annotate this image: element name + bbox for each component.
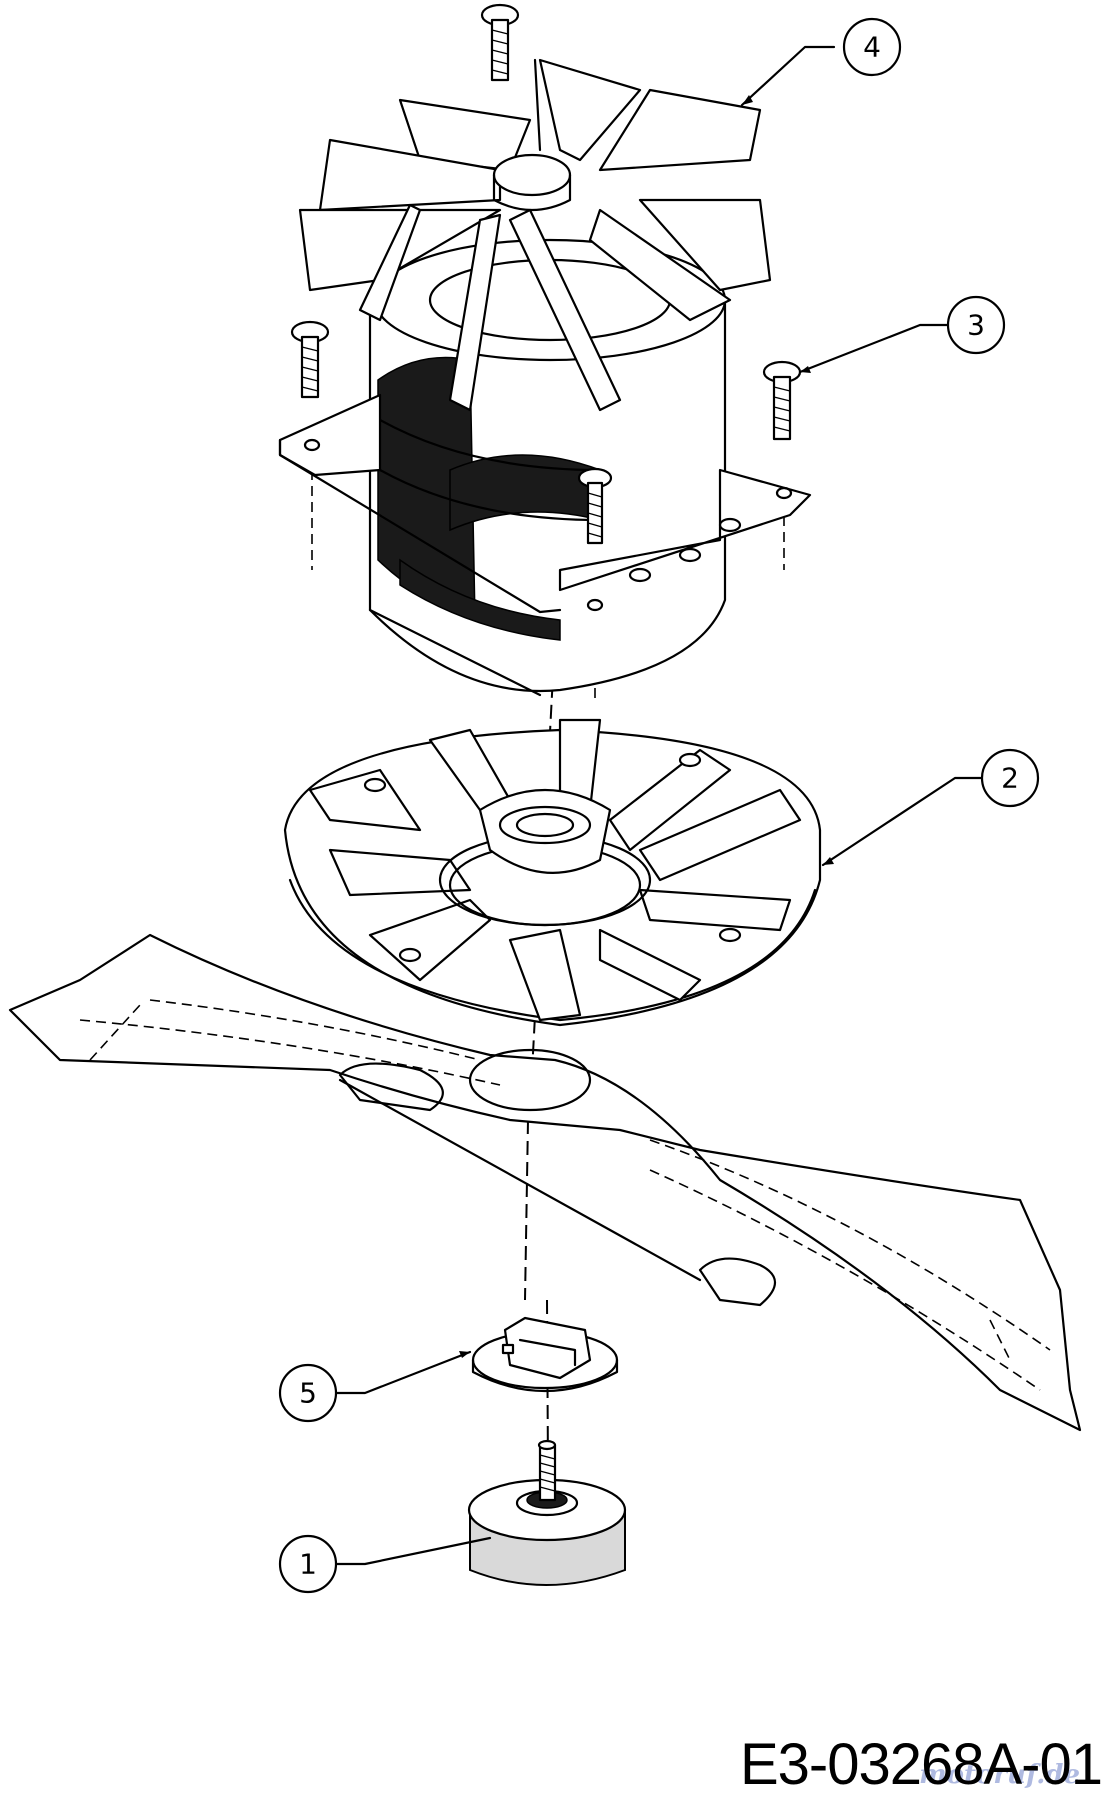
callout-1: 1 bbox=[278, 1534, 492, 1594]
callout-2-label: 2 bbox=[1001, 762, 1019, 795]
screw-right bbox=[762, 360, 802, 441]
screw-top bbox=[480, 3, 520, 82]
callout-3-label: 3 bbox=[967, 309, 985, 342]
callout-4-label: 4 bbox=[863, 31, 881, 64]
callout-5-label: 5 bbox=[299, 1377, 317, 1410]
callout-3: 3 bbox=[798, 295, 1006, 374]
motor-assembly bbox=[278, 238, 812, 697]
screw-left bbox=[290, 320, 330, 399]
callout-2: 2 bbox=[821, 748, 1040, 867]
screw-center bbox=[577, 467, 613, 545]
blade-bolt bbox=[467, 1439, 627, 1586]
cooling-fan bbox=[283, 718, 822, 1027]
watermark-logo: motoruf.de bbox=[919, 1760, 1080, 1790]
callout-1-label: 1 bbox=[299, 1548, 317, 1581]
callout-5: 5 bbox=[278, 1350, 472, 1423]
motor-fan-blades bbox=[298, 58, 772, 412]
drawing-code: E3-03268A-01 bbox=[739, 1732, 1103, 1797]
blade-adapter-washer bbox=[471, 1316, 619, 1392]
mower-blade bbox=[8, 933, 1082, 1432]
callout-4: 4 bbox=[740, 17, 902, 107]
